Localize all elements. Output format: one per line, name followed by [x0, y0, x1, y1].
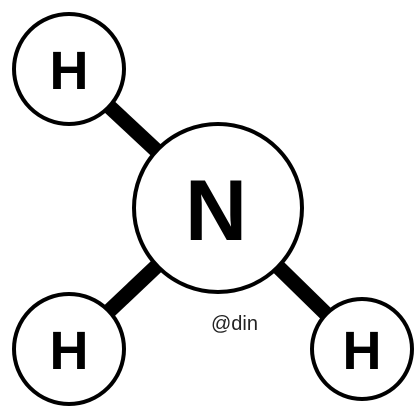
hydrogen-atom-label: H [50, 321, 89, 381]
nitrogen-atom-label: N [185, 163, 247, 259]
hydrogen-atom-bottom-left: H [12, 292, 126, 406]
hydrogen-atom-bottom-right: H [310, 297, 414, 401]
hydrogen-atom-circle [12, 12, 126, 126]
hydrogen-atom-circle [12, 292, 126, 406]
nitrogen-atom: N [132, 122, 304, 294]
hydrogen-atom-circle [310, 297, 414, 401]
nitrogen-atom-circle [132, 122, 304, 294]
watermark-text: @din [211, 313, 258, 335]
hydrogen-atom-top-left: H [12, 12, 126, 126]
hydrogen-atom-label: H [50, 41, 89, 101]
hydrogen-atom-label: H [343, 321, 382, 381]
